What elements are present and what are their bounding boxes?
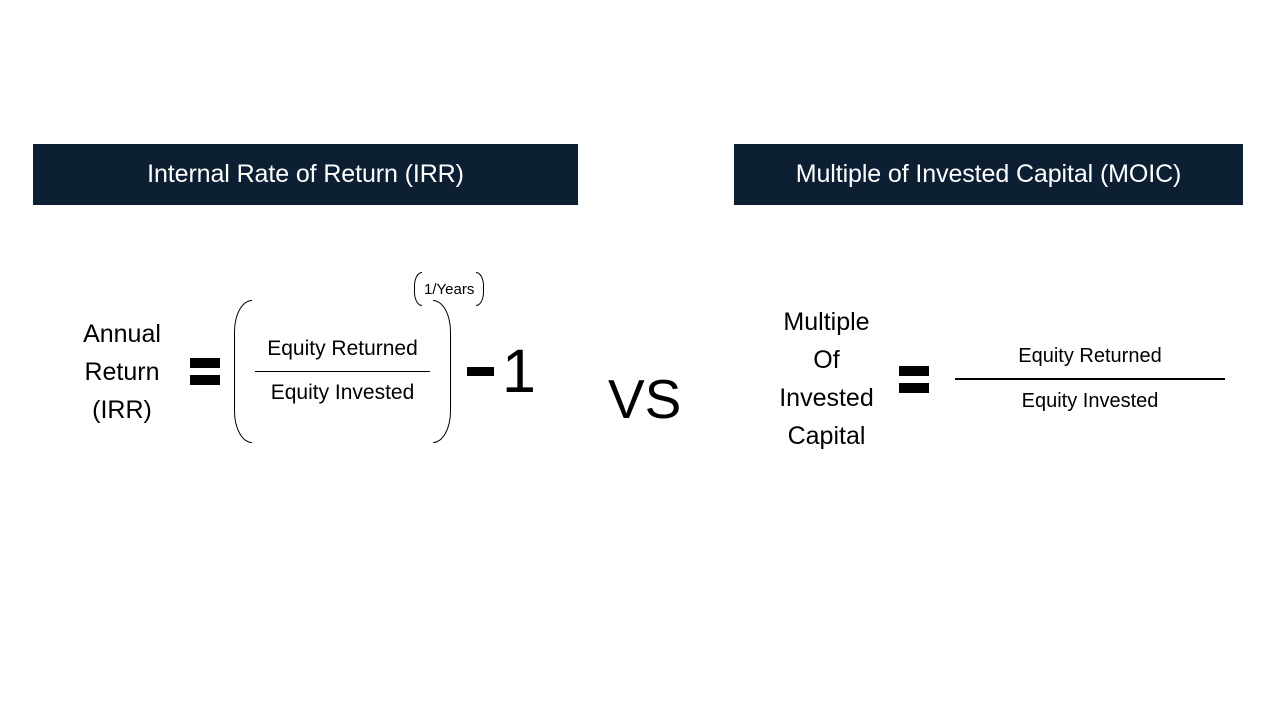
moic-header-title: Multiple of Invested Capital (MOIC) bbox=[795, 160, 1182, 188]
irr-formula: Annual Return (IRR) Equity Returned Equi… bbox=[66, 300, 536, 443]
irr-term-line-1: Annual bbox=[83, 319, 161, 348]
irr-term-line-2: Return bbox=[84, 357, 160, 386]
moic-term-line-4: Capital bbox=[787, 422, 866, 450]
moic-term-line-2: Of bbox=[813, 346, 840, 374]
exponent-right-bracket-icon bbox=[476, 272, 485, 306]
irr-constant-one: 1 bbox=[502, 337, 536, 405]
irr-parenthesis-group: Equity Returned Equity Invested bbox=[234, 300, 451, 443]
vs-separator-label: VS bbox=[608, 368, 682, 430]
moic-fraction-bar bbox=[955, 378, 1225, 380]
right-parenthesis-icon bbox=[433, 300, 451, 443]
irr-header-title: Internal Rate of Return (IRR) bbox=[147, 160, 464, 188]
moic-equals-bar-top bbox=[899, 365, 929, 376]
moic-term-line-1: Multiple bbox=[783, 308, 870, 336]
irr-fraction-denominator: Equity Invested bbox=[270, 381, 415, 405]
moic-fraction-numerator: Equity Returned bbox=[1018, 345, 1162, 368]
moic-equals-sign bbox=[899, 365, 929, 393]
irr-fraction-numerator: Equity Returned bbox=[267, 337, 418, 361]
irr-exponent-group: 1/Years bbox=[414, 272, 485, 306]
moic-header-banner: Multiple of Invested Capital (MOIC) bbox=[734, 144, 1243, 205]
irr-equals-bar-top bbox=[190, 358, 220, 368]
moic-term-label: Multiple Of Invested Capital bbox=[764, 303, 889, 455]
exponent-left-bracket-icon bbox=[414, 272, 422, 306]
irr-term-label: Annual Return (IRR) bbox=[66, 315, 178, 429]
moic-term-line-3: Invested bbox=[779, 384, 874, 412]
left-parenthesis-icon bbox=[234, 300, 252, 443]
irr-header-banner: Internal Rate of Return (IRR) bbox=[33, 144, 578, 205]
irr-equals-sign bbox=[190, 358, 220, 385]
irr-fraction: Equity Returned Equity Invested bbox=[255, 300, 430, 443]
irr-minus-sign bbox=[467, 367, 494, 376]
irr-term-line-3: (IRR) bbox=[92, 395, 152, 424]
moic-formula: Multiple Of Invested Capital Equity Retu… bbox=[764, 303, 1225, 455]
irr-equals-bar-bottom bbox=[190, 375, 220, 385]
moic-equals-bar-bottom bbox=[899, 382, 929, 393]
moic-fraction-denominator: Equity Invested bbox=[1021, 389, 1159, 412]
moic-fraction: Equity Returned Equity Invested bbox=[955, 343, 1225, 415]
irr-fraction-bar bbox=[255, 370, 430, 373]
irr-exponent-text: 1/Years bbox=[424, 280, 475, 298]
